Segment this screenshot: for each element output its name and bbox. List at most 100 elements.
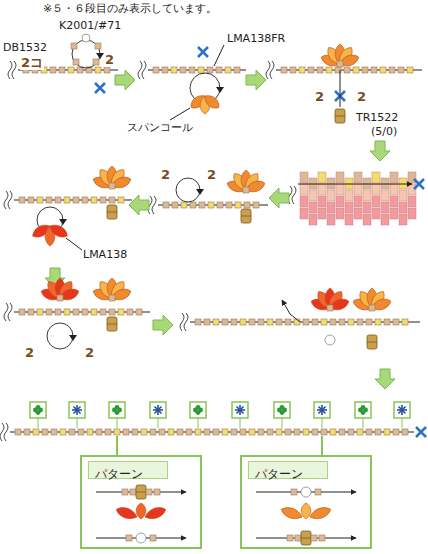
count-number: 2コ	[20, 56, 44, 70]
seed-bead	[312, 319, 318, 325]
band-bead	[336, 172, 344, 183]
seed-bead	[384, 429, 390, 435]
thread-loop	[176, 178, 200, 202]
seed-bead	[60, 429, 66, 435]
seed-bead	[37, 197, 43, 203]
band-bead	[372, 172, 380, 183]
end-cross	[198, 47, 208, 57]
band-bead	[300, 172, 308, 183]
seed-bead	[303, 319, 309, 325]
pattern-tab: パターン	[248, 461, 328, 479]
marker-stem	[322, 418, 323, 428]
band-bead	[309, 214, 317, 225]
marker-stem	[117, 418, 118, 428]
seed-bead	[319, 535, 325, 541]
thread-loop	[72, 40, 100, 68]
seed-bead	[123, 429, 129, 435]
seed-bead	[154, 489, 160, 495]
count-number: 2	[84, 346, 95, 360]
band-bead	[327, 214, 335, 225]
band-bead	[372, 184, 380, 195]
marker-stem	[38, 418, 39, 428]
tr-bead	[107, 205, 117, 219]
clover-leaf	[36, 410, 41, 415]
seed-bead	[294, 429, 300, 435]
seed-bead	[348, 429, 354, 435]
seed-bead	[195, 319, 201, 325]
band-bead	[318, 184, 326, 195]
seed-bead	[285, 319, 291, 325]
break-mark	[152, 196, 156, 214]
seed-bead	[163, 202, 169, 208]
pattern-marker-box	[232, 402, 248, 418]
tr-bead-band	[301, 538, 311, 539]
band-bead	[381, 214, 389, 225]
seed-bead	[243, 187, 249, 193]
spangle-petal	[115, 505, 139, 522]
tr-bead	[301, 531, 311, 545]
step-arrow	[115, 70, 135, 90]
loop-arrow	[59, 219, 67, 225]
band-bead	[390, 196, 398, 207]
seed-bead	[357, 319, 363, 325]
marker-stem	[282, 418, 283, 428]
seed-bead	[231, 319, 237, 325]
seed-bead	[389, 67, 395, 73]
band-bead	[309, 202, 317, 213]
break-mark	[8, 61, 12, 79]
part-label: LMA138FR	[226, 32, 286, 45]
step-arrow	[269, 188, 289, 208]
seed-bead	[362, 67, 368, 73]
band-bead	[399, 214, 407, 225]
pattern-marker-box	[355, 402, 371, 418]
clover-leaf	[196, 410, 201, 415]
seed-bead	[150, 429, 156, 435]
seed-bead	[348, 319, 354, 325]
marker-stem	[77, 418, 78, 428]
seed-bead	[291, 489, 297, 495]
seed-bead	[46, 197, 52, 203]
band-bead	[408, 196, 416, 207]
seed-bead	[303, 429, 309, 435]
seed-bead	[73, 309, 79, 315]
seed-bead	[369, 305, 375, 311]
band-bead	[327, 190, 335, 201]
marker-stem	[240, 418, 241, 428]
seed-bead	[19, 197, 25, 203]
seed-bead	[68, 67, 74, 73]
seed-bead	[51, 429, 57, 435]
seed-bead	[357, 429, 363, 435]
seed-bead	[109, 295, 115, 301]
band-bead	[318, 172, 326, 183]
pattern-marker-box	[274, 402, 290, 418]
seed-bead	[82, 197, 88, 203]
seed-bead	[207, 67, 213, 73]
marker-stem	[402, 418, 403, 428]
seed-bead	[55, 309, 61, 315]
seed-bead	[15, 429, 21, 435]
band-bead	[336, 196, 344, 207]
spangle-petal	[143, 505, 167, 522]
end-cross	[416, 427, 426, 437]
break-mark	[180, 313, 184, 331]
spangle-petal	[308, 505, 332, 522]
seed-bead	[402, 319, 408, 325]
seed-bead	[73, 197, 79, 203]
band-bead	[399, 190, 407, 201]
seed-bead	[136, 309, 142, 315]
seed-bead	[330, 429, 336, 435]
break-mark	[138, 61, 142, 79]
seed-bead	[290, 67, 296, 73]
seed-bead	[321, 319, 327, 325]
seed-bead	[315, 489, 321, 495]
k-bead	[82, 34, 90, 42]
band-bead	[390, 172, 398, 183]
spangle-petal	[301, 503, 311, 519]
seed-bead	[24, 429, 30, 435]
seed-bead	[28, 197, 34, 203]
seed-bead	[213, 319, 219, 325]
tr-bead	[107, 317, 117, 331]
seed-bead	[69, 429, 75, 435]
seed-bead	[326, 67, 332, 73]
seed-bead	[19, 309, 25, 315]
